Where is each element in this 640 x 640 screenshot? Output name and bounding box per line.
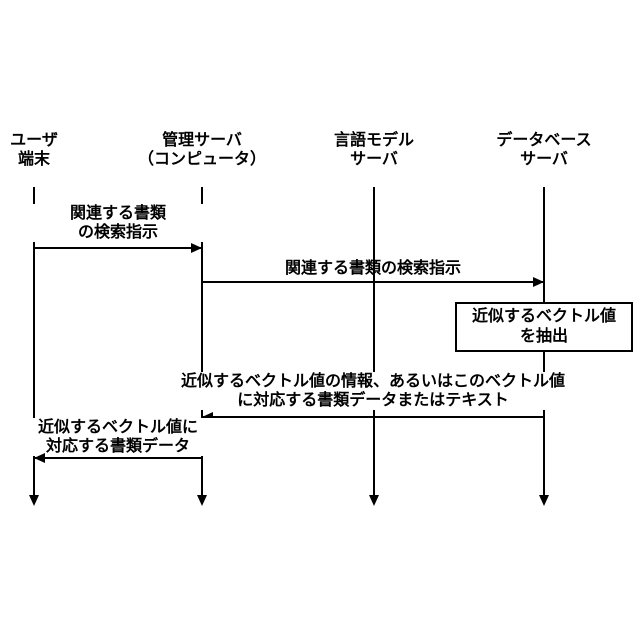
actor-name-line: 管理サーバ [162,132,242,149]
actor-name-line: サーバ [520,151,568,168]
actor-name-line: 言語モデル [333,132,414,149]
actor-name-line: （コンピュータ） [137,151,266,168]
actor-name-line: サーバ [350,151,398,168]
actor-label-database-server: データベース サーバ [454,131,634,169]
action-box-extract-vector: 近似するベクトル値 を抽出 [455,302,633,352]
message-2-arrowhead-icon [533,277,544,287]
message-4-label: 近似するベクトル値に 対応する書類データ [8,418,228,456]
message-4-arrowhead-icon [34,453,45,463]
lifeline-end-arrowhead-icon [29,495,39,506]
lifeline-language-model-server [373,187,375,496]
message-3-label: 近似するベクトル値の情報、あるいはこのベクトル値 に対応する書類データまたはテキ… [133,372,613,410]
actor-label-language-model-server: 言語モデル サーバ [284,131,464,169]
message-3-arrowhead-icon [202,412,213,422]
lifeline-user-terminal [33,187,35,496]
message-1-label: 関連する書類 の検索指示 [13,204,223,242]
message-3-line [202,416,544,418]
message-2-label: 関連する書類の検索指示 [284,260,461,277]
message-1-arrowhead-icon [191,243,202,253]
actor-label-management-server: 管理サーバ （コンピュータ） [112,131,292,169]
message-1-line [34,247,202,249]
actor-name-line: データベース [496,132,592,149]
actor-name-line: ユーザ [10,132,58,149]
lifeline-end-arrowhead-icon [539,495,549,506]
lifeline-management-server [201,187,203,496]
message-2-line [202,281,544,283]
message-4-line [34,457,202,459]
lifeline-end-arrowhead-icon [369,495,379,506]
lifeline-end-arrowhead-icon [197,495,207,506]
actor-label-user-terminal: ユーザ 端末 [0,131,124,169]
actor-name-line: 端末 [17,151,50,168]
